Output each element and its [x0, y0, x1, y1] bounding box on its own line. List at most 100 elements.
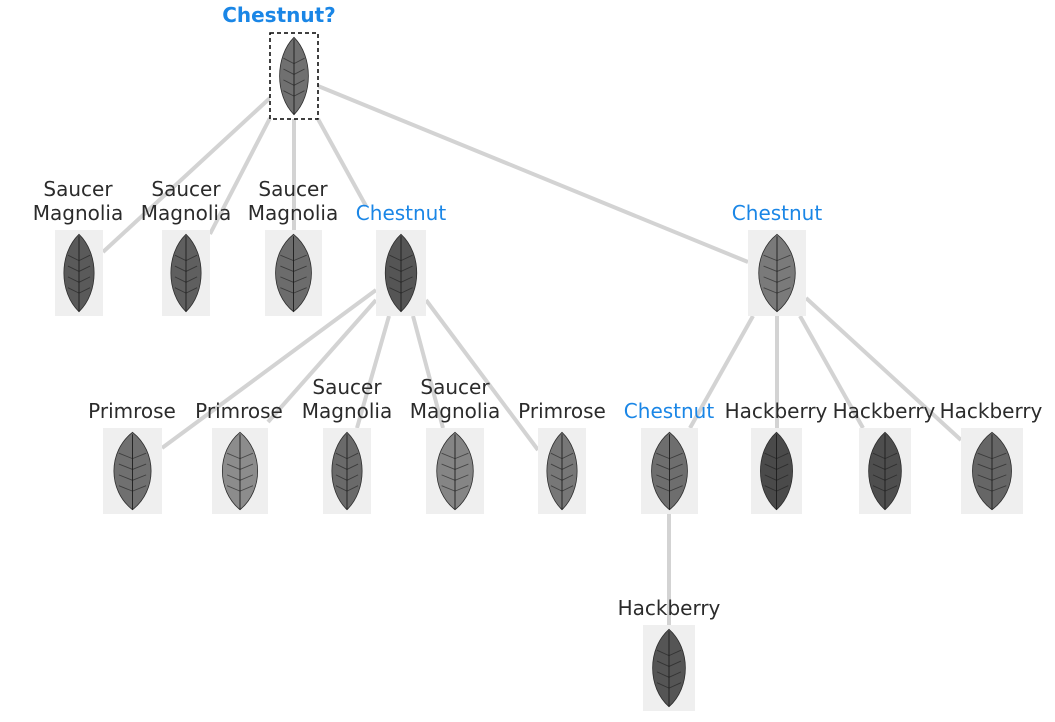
node-label: Chestnut: [356, 201, 447, 225]
leaf-icon: [868, 431, 902, 511]
node-label: Saucer: [312, 375, 382, 399]
leaf-vein: [67, 254, 91, 262]
node-label: Magnolia: [141, 201, 232, 225]
node-label: Magnolia: [410, 399, 501, 423]
leaf-vein: [872, 452, 898, 460]
leaf-vein: [67, 287, 91, 294]
tree-edges: [101, 84, 963, 625]
leaf-vein: [656, 649, 682, 657]
tree-node[interactable]: Hackberry: [618, 596, 721, 711]
leaf-icon: [63, 233, 95, 313]
leaf-icon: [221, 431, 259, 511]
tree-node[interactable]: Hackberry: [725, 399, 828, 514]
leaf-icon: [384, 233, 418, 313]
leaf-vein: [656, 682, 682, 689]
leaf-vein: [656, 463, 683, 470]
leaf-vein: [441, 452, 469, 460]
node-label: Saucer: [258, 177, 328, 201]
leaf-vein: [656, 474, 683, 481]
node-label: Chestnut: [732, 201, 823, 225]
leaf-vein: [226, 474, 254, 481]
tree-node[interactable]: Chestnut: [356, 201, 447, 316]
leaf-vein: [283, 90, 305, 97]
leaf-vein: [389, 265, 413, 272]
node-label: Saucer: [420, 375, 490, 399]
tree-edge: [160, 288, 378, 450]
leaf-vein: [656, 485, 683, 492]
leaf-vein: [764, 452, 789, 460]
leaf-vein: [656, 452, 683, 460]
leaf-vein: [283, 79, 305, 86]
node-label: Hackberry: [618, 596, 721, 620]
tree-node[interactable]: Hackberry: [940, 399, 1043, 514]
leaf-vein: [226, 463, 254, 470]
tree-edge: [317, 84, 749, 264]
leaf-vein: [174, 276, 198, 283]
leaf-vein: [389, 276, 413, 283]
leaf-icon: [760, 431, 793, 511]
leaf-icon: [436, 431, 474, 511]
leaf-vein: [441, 474, 469, 481]
leaf-vein: [763, 265, 791, 272]
leaf-vein: [280, 254, 307, 262]
leaf-vein: [550, 452, 574, 460]
leaf-vein: [174, 254, 198, 262]
leaf-vein: [977, 485, 1007, 492]
leaf-vein: [389, 287, 413, 294]
leaf-vein: [174, 265, 198, 272]
tree-node[interactable]: Primrose: [195, 399, 283, 514]
node-label: Magnolia: [302, 399, 393, 423]
tree-node[interactable]: Chestnut: [732, 201, 823, 316]
node-label: Magnolia: [33, 201, 124, 225]
leaf-vein: [872, 463, 898, 470]
leaf-vein: [764, 463, 789, 470]
leaf-vein: [764, 485, 789, 492]
leaf-icon: [651, 431, 688, 511]
tree-node[interactable]: Chestnut: [624, 399, 715, 514]
tree-edge: [316, 118, 368, 207]
node-label: Primrose: [518, 399, 606, 423]
tree-edge: [688, 315, 755, 429]
leaf-icon: [331, 431, 363, 511]
leaf-vein: [763, 276, 791, 283]
leaf-vein: [872, 485, 898, 492]
tree-edge: [208, 117, 272, 235]
node-label: Hackberry: [725, 399, 828, 423]
leaf-vein: [280, 276, 307, 283]
leaf-vein: [118, 463, 147, 470]
tree-edge: [798, 315, 865, 429]
tree-node[interactable]: Primrose: [518, 399, 606, 514]
leaf-vein: [67, 265, 91, 272]
leaf-vein: [656, 660, 682, 667]
leaf-vein: [550, 485, 574, 492]
tree-edge: [266, 298, 378, 424]
node-label: Saucer: [151, 177, 221, 201]
root-node[interactable]: Chestnut?: [222, 3, 336, 120]
leaf-vein: [226, 452, 254, 460]
leaf-vein: [550, 463, 574, 470]
leaf-icon: [652, 628, 686, 708]
leaf-vein: [389, 254, 413, 262]
leaf-vein: [550, 474, 574, 481]
leaf-icon: [758, 233, 796, 313]
node-label: Primrose: [88, 399, 176, 423]
node-label: Saucer: [43, 177, 113, 201]
tree-node[interactable]: Hackberry: [833, 399, 936, 514]
leaf-vein: [872, 474, 898, 481]
tree-node[interactable]: Primrose: [88, 399, 176, 514]
tree-edge: [101, 96, 272, 254]
leaf-vein: [335, 463, 359, 470]
leaf-vein: [977, 452, 1007, 460]
leaf-vein: [441, 463, 469, 470]
leaf-vein: [763, 254, 791, 262]
leaf-vein: [67, 276, 91, 283]
leaf-vein: [118, 485, 147, 492]
leaf-vein: [764, 474, 789, 481]
leaf-vein: [118, 452, 147, 460]
